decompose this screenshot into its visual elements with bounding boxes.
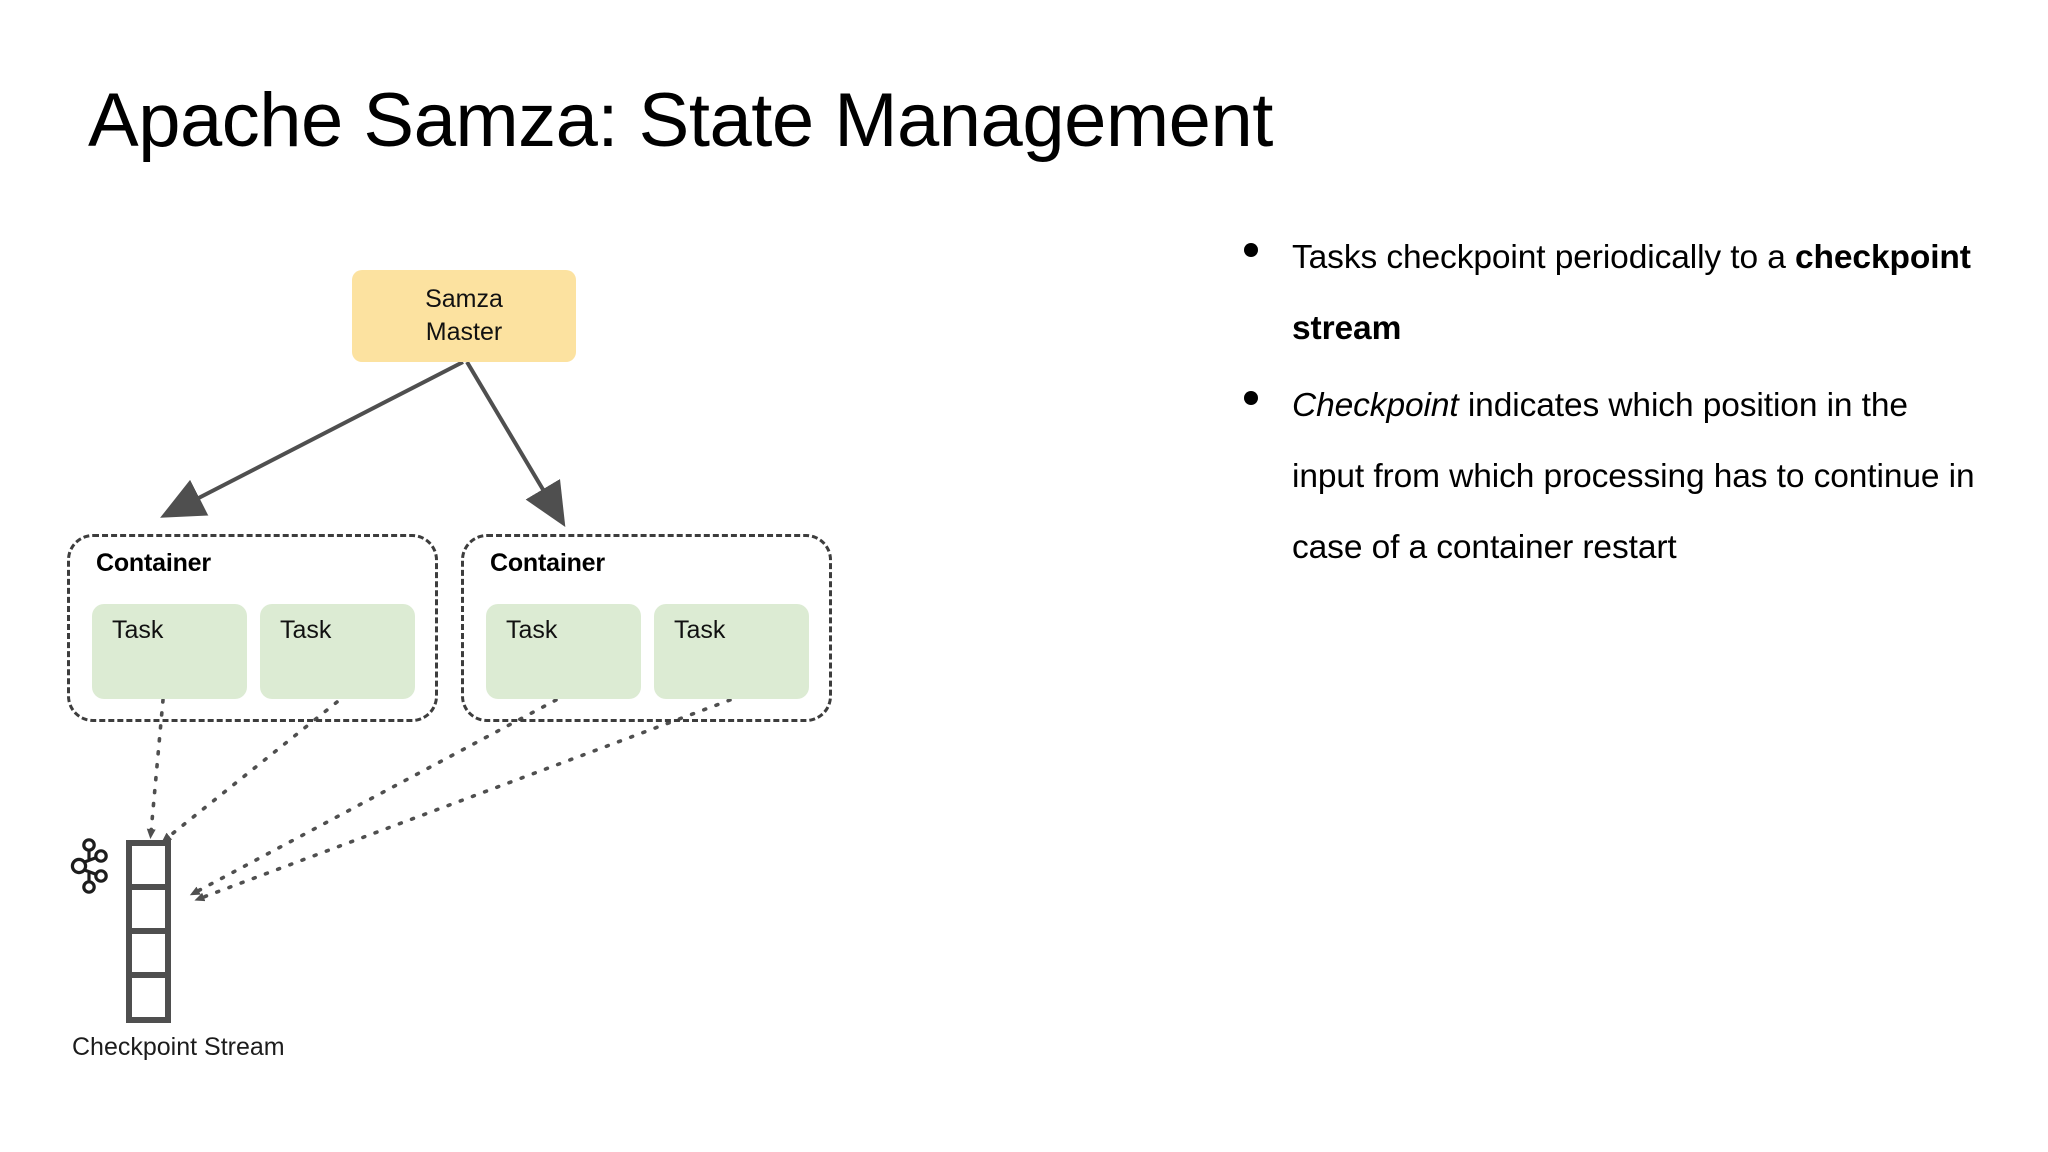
stream-cell-3: [126, 972, 171, 1023]
container-label-0: Container: [96, 549, 211, 577]
arrow-task-1-to-stream: [161, 700, 339, 843]
samza-master-line-2: Master: [425, 318, 503, 346]
arrow-master-to-container-0: [160, 360, 464, 518]
bullet-list: Tasks checkpoint periodically to a check…: [1244, 222, 1984, 589]
samza-master-line-1: Samza: [425, 285, 503, 313]
state-management-diagram: Samza Master Container Task Task Contain…: [67, 270, 832, 1061]
task-node-0-1[interactable]: Task: [260, 604, 415, 699]
bullet-text-0: Tasks checkpoint periodically to a check…: [1292, 222, 1984, 364]
task-label-1-1: Task: [674, 616, 726, 644]
stream-cell-0: [126, 840, 171, 890]
task-node-0-0[interactable]: Task: [92, 604, 247, 699]
samza-master-node[interactable]: Samza Master: [352, 270, 576, 362]
task-label-0-1: Task: [280, 616, 332, 644]
list-item: Checkpoint indicates which position in t…: [1244, 370, 1984, 583]
list-item: Tasks checkpoint periodically to a check…: [1244, 222, 1984, 364]
stream-cell-2: [126, 928, 171, 978]
container-node-0[interactable]: Container Task Task: [67, 534, 438, 722]
task-node-1-1[interactable]: Task: [654, 604, 809, 699]
arrow-task-2-to-stream: [189, 698, 558, 896]
checkpoint-stream-label: Checkpoint Stream: [72, 1033, 285, 1061]
arrow-task-0-to-stream: [146, 698, 165, 839]
kafka-logo-icon: [70, 838, 108, 894]
bullet-dot-icon: [1244, 391, 1258, 405]
task-label-1-0: Task: [506, 616, 558, 644]
bullet-1-part-0: Checkpoint: [1292, 387, 1459, 424]
arrow-task-3-to-stream: [194, 698, 732, 902]
samza-master-label: Samza Master: [425, 283, 503, 349]
bullet-0-part-0: Tasks checkpoint periodically to a: [1292, 239, 1795, 276]
container-label-1: Container: [490, 549, 605, 577]
bullet-dot-icon: [1244, 243, 1258, 257]
stream-cell-1: [126, 884, 171, 934]
checkpoint-stream-partition[interactable]: [126, 840, 171, 1026]
task-node-1-0[interactable]: Task: [486, 604, 641, 699]
container-node-1[interactable]: Container Task Task: [461, 534, 832, 722]
bullet-0-part-1: checkpoint stream: [1292, 239, 1971, 347]
page-title: Apache Samza: State Management: [88, 78, 1273, 163]
bullet-text-1: Checkpoint indicates which position in t…: [1292, 370, 1984, 583]
arrow-master-to-container-1: [465, 360, 566, 528]
bullet-1-part-1: indicates which position in the input fr…: [1292, 387, 1975, 566]
task-label-0-0: Task: [112, 616, 164, 644]
diagram-connectors: [146, 360, 732, 902]
